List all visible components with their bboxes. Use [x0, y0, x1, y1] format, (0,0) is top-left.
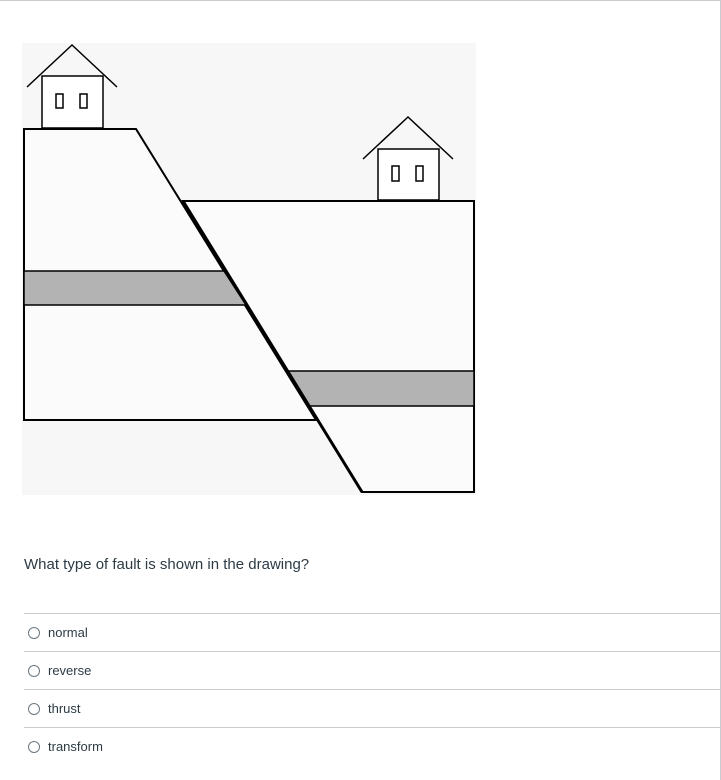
answer-label: reverse — [48, 663, 92, 678]
answer-options: normal reverse thrust transform — [24, 613, 721, 765]
left-rock-layer — [23, 270, 248, 306]
house-icon — [26, 43, 118, 129]
answer-option-transform[interactable]: transform — [24, 727, 721, 765]
answer-option-normal[interactable]: normal — [24, 613, 721, 651]
radio-button-icon[interactable] — [28, 702, 40, 715]
radio-button-icon[interactable] — [28, 740, 40, 753]
fault-diagram-svg — [22, 43, 476, 495]
radio-button-icon[interactable] — [28, 626, 40, 639]
radio-button-icon[interactable] — [28, 664, 40, 677]
answer-label: normal — [48, 625, 88, 640]
answer-option-reverse[interactable]: reverse — [24, 651, 721, 689]
right-rock-layer — [285, 370, 475, 407]
fault-diagram — [22, 43, 476, 495]
fault-line — [181, 200, 364, 493]
answer-option-thrust[interactable]: thrust — [24, 689, 721, 727]
question-text: What type of fault is shown in the drawi… — [24, 556, 310, 573]
house-icon — [362, 115, 454, 201]
answer-label: thrust — [48, 701, 81, 716]
answer-label: transform — [48, 739, 103, 754]
